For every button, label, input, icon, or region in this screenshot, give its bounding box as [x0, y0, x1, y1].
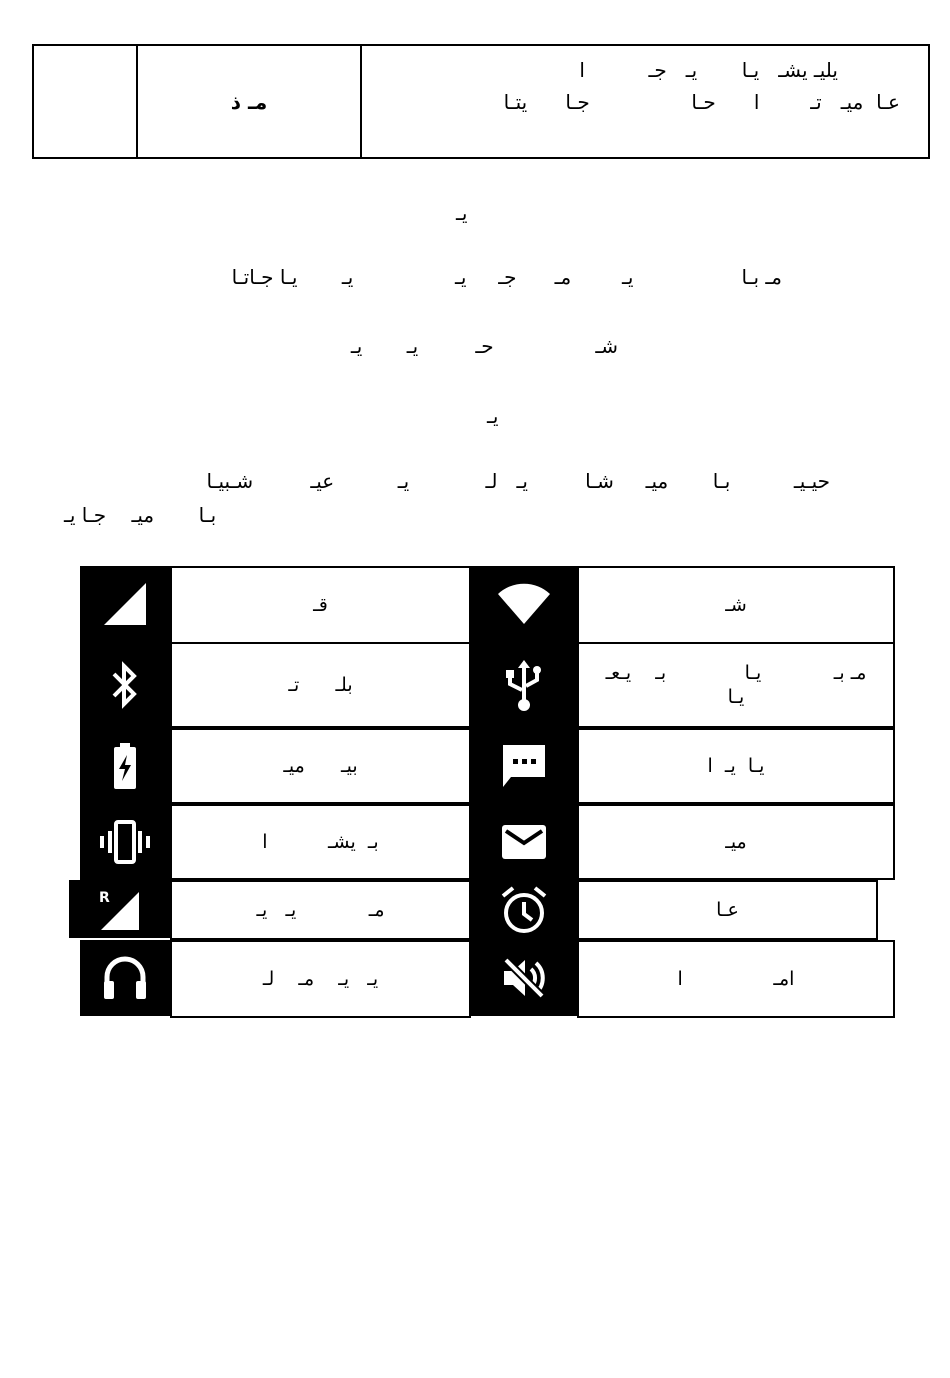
email-icon-cell [471, 804, 577, 880]
battery-charging-icon [114, 743, 136, 789]
headphones-icon [104, 956, 146, 999]
cell-signal-icon-cell [80, 566, 170, 642]
table-cell-label: ميـ [577, 804, 895, 880]
table-cell-label: شـ [577, 566, 895, 644]
bluetooth-icon-cell [80, 642, 170, 728]
table-border [876, 880, 878, 940]
wifi-icon [498, 583, 550, 624]
status-icons-table: قـ شـ بلـ تـ مـ بـ يـا بـ يـعـ يـا [69, 566, 895, 1018]
table-cell-label: قـ [170, 566, 471, 644]
alarm-icon [501, 886, 547, 933]
email-icon [502, 825, 546, 859]
mute-icon-cell [471, 940, 577, 1016]
table-cell-label: يـ يـ مـ لـ [170, 940, 471, 1018]
header-cell-description: يليـ يشـ يـا يـ جـ ا عـا ميـ تـ ا حـا جـ… [362, 46, 928, 157]
message-icon [503, 745, 545, 787]
header-table: مـ ذ يليـ يشـ يـا يـ جـ ا عـا ميـ تـ ا ح… [32, 44, 930, 159]
vibrate-icon-cell [80, 804, 170, 880]
wifi-icon-cell [471, 566, 577, 642]
table-cell-label: مـ بـ يـا بـ يـعـ يـا [577, 642, 895, 728]
paragraph-4: يـ [487, 404, 499, 428]
paragraph-5-line2: بـا ميـ جـا يـ [64, 503, 217, 527]
mute-icon [501, 955, 547, 1001]
table-cell-label: عـا [577, 880, 878, 940]
message-icon-cell [471, 728, 577, 804]
table-cell-label: بيـ ميـ [170, 728, 471, 804]
table-cell-label: بـ يشـ ا [170, 804, 471, 880]
headphones-icon-cell [80, 940, 170, 1016]
header-title-text: مـ ذ [230, 90, 268, 114]
usb-icon-cell [471, 642, 577, 728]
table-cell-label: مـ يـ يـ [170, 880, 471, 940]
usb-icon [506, 660, 541, 711]
battery-charging-icon-cell [80, 728, 170, 804]
header-cell-title: مـ ذ [138, 46, 362, 157]
paragraph-2: مـ بـا يـ مـ جـ يـ يـ يـا جـاتـا [231, 265, 782, 289]
header-description-line2: عـا ميـ تـ ا حـا جـا يتـا [503, 90, 900, 114]
svg-text:R: R [99, 890, 110, 906]
table-cell-label: بلـ تـ [170, 642, 471, 728]
paragraph-3: شـ حـ يـ يـ [350, 334, 618, 358]
bluetooth-icon [112, 661, 137, 709]
roaming-signal-icon-cell: R [69, 880, 170, 938]
cell-signal-icon [104, 583, 146, 625]
paragraph-5-line1: حيـيـ بـا ميـ شـا يـ لـ يـ عيـ شـبيـا [206, 469, 831, 493]
vibrate-icon [100, 820, 150, 864]
alarm-icon-cell [471, 880, 577, 940]
paragraph-1: يـ [456, 201, 468, 225]
table-cell-label: امـ ا [577, 940, 895, 1018]
header-cell-empty [34, 46, 138, 157]
table-cell-label: يـا يـ ا [577, 728, 895, 804]
header-description-line1: يليـ يشـ يـا يـ جـ ا [579, 58, 838, 82]
roaming-signal-icon: R [99, 890, 139, 930]
